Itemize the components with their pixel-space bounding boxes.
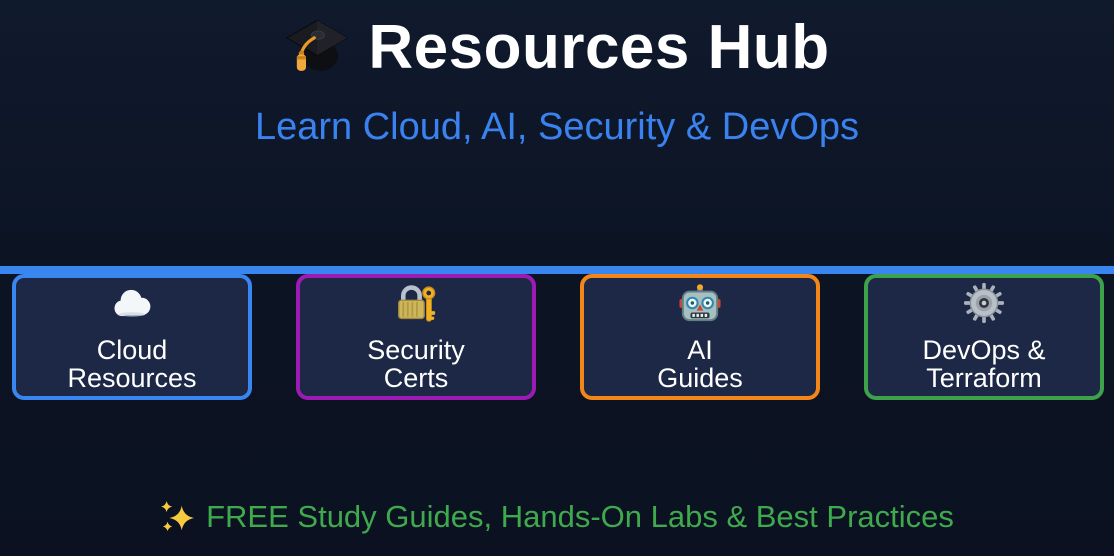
card-label: Security Certs xyxy=(367,335,465,394)
footer-label: FREE Study Guides, Hands-On Labs & Best … xyxy=(206,499,954,534)
card-devops-terraform[interactable]: DevOps & Terraform xyxy=(864,274,1104,400)
page-subtitle: Learn Cloud, AI, Security & DevOps xyxy=(254,106,860,148)
card-label: Cloud Resources xyxy=(67,335,197,394)
card-label: DevOps & Terraform xyxy=(922,335,1046,394)
robot-icon xyxy=(679,284,721,322)
footer-banner: FREE Study Guides, Hands-On Labs & Best … xyxy=(0,499,1114,535)
page-header: Resources Hub Learn Cloud, AI, Security … xyxy=(0,0,1114,149)
title-row: Resources Hub xyxy=(0,2,1114,92)
card-ai-guides[interactable]: AI Guides xyxy=(580,274,820,400)
lock-key-icon xyxy=(396,284,436,322)
category-cards: Cloud Resources Security Certs xyxy=(0,274,1114,400)
section-divider xyxy=(0,266,1114,274)
card-cloud-resources[interactable]: Cloud Resources xyxy=(12,274,252,400)
page-title: Resources Hub xyxy=(368,12,830,82)
cloud-icon xyxy=(111,284,153,322)
card-security-certs[interactable]: Security Certs xyxy=(296,274,536,400)
graduation-cap-icon xyxy=(284,17,350,77)
card-label: AI Guides xyxy=(657,335,743,394)
sparkles-icon xyxy=(160,500,195,534)
gear-icon xyxy=(964,283,1004,323)
